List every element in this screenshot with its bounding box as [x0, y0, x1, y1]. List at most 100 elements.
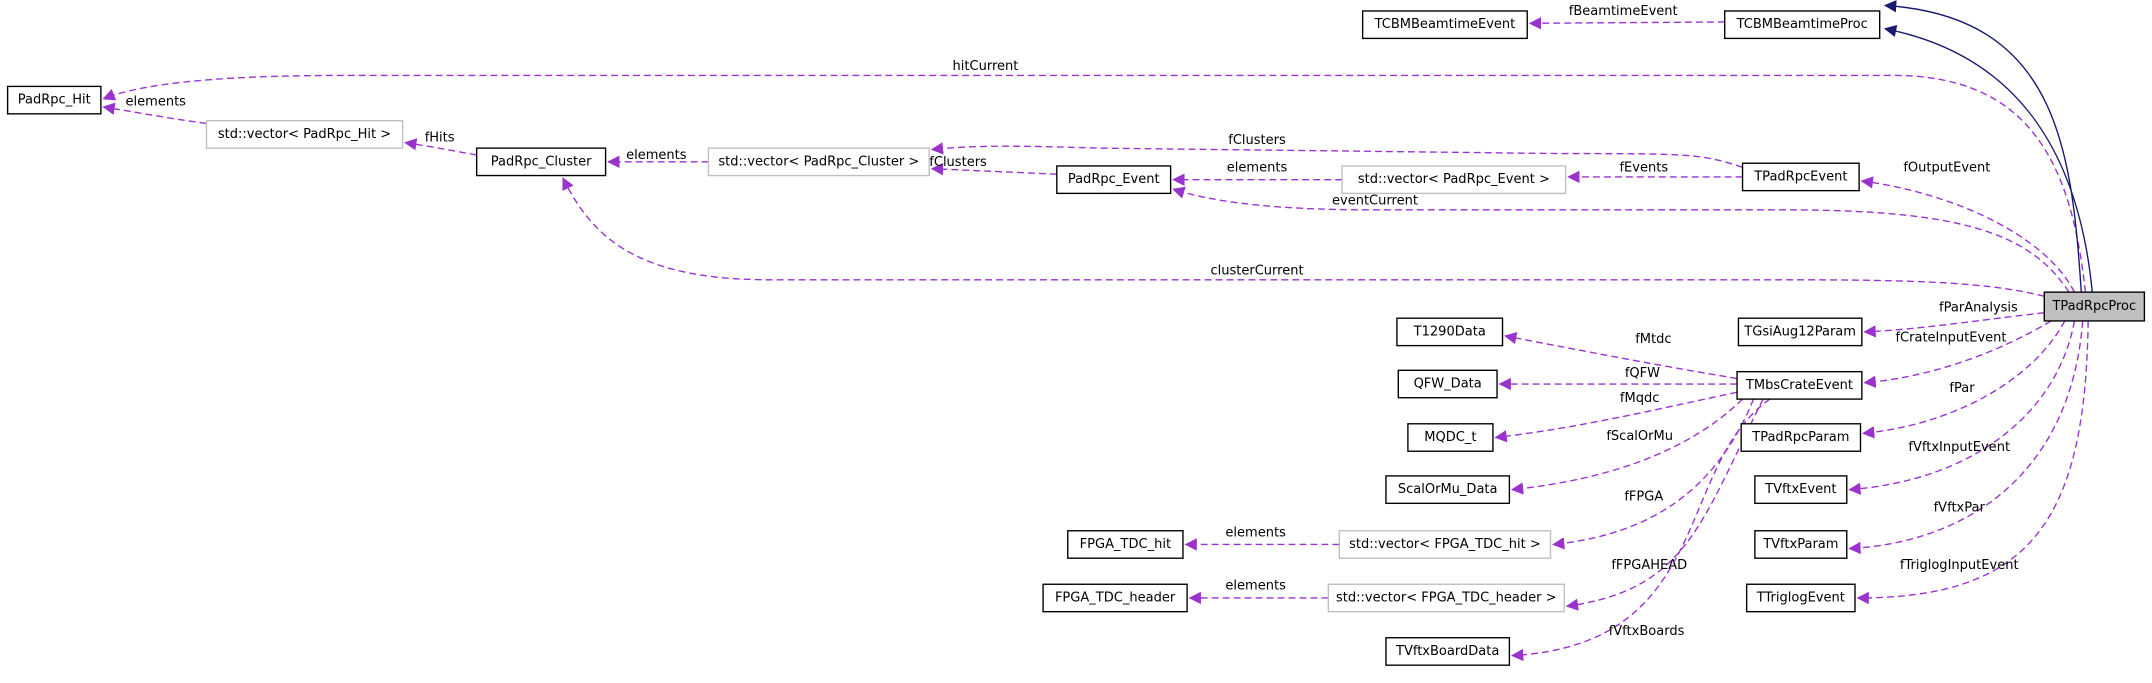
edge-label: eventCurrent	[1332, 193, 1418, 208]
node-box	[1396, 317, 1504, 347]
usage-arrow	[1848, 320, 2084, 555]
class-node-vecHit[interactable]: std::vector< PadRpc_Hit >	[205, 120, 404, 149]
class-node-vecTdcHeader[interactable]: std::vector< FPGA_TDC_header >	[1327, 583, 1565, 613]
edge-label: fClusters	[1228, 133, 1286, 148]
usage-arrow	[930, 163, 1057, 176]
usage-arrow	[1510, 398, 1771, 662]
class-node-TPadRpcProc[interactable]: TPadRpcProc	[2043, 291, 2146, 322]
edge-label: fTriglogInputEvent	[1900, 558, 2019, 573]
class-node-TVftxBoardData[interactable]: TVftxBoardData	[1385, 637, 1511, 666]
edge-label: fVftxBoards	[1609, 624, 1685, 639]
class-node-TCBMBeamtimeProc[interactable]: TCBMBeamtimeProc	[1724, 10, 1881, 40]
edge-vecTdcHit-to-FPGA_TDC_hit: elements	[1184, 525, 1340, 551]
node-box	[1397, 369, 1498, 399]
class-node-QFW_Data[interactable]: QFW_Data	[1397, 369, 1498, 399]
class-node-TTriglogEvent[interactable]: TTriglogEvent	[1745, 583, 1856, 613]
node-box	[1385, 637, 1511, 666]
edge-label: elements	[126, 95, 187, 110]
node-box	[475, 147, 607, 177]
edge-label: fVftxPar	[1934, 501, 1986, 516]
class-node-ScalOrMu_Data[interactable]: ScalOrMu_Data	[1385, 475, 1511, 505]
class-node-FPGA_TDC_header[interactable]: FPGA_TDC_header	[1042, 583, 1188, 613]
edge-PadRpc_Cluster-to-vecHit: fHits	[404, 130, 477, 156]
edge-label: fOutputEvent	[1903, 160, 1990, 175]
node-label: TVftxBoardData	[1395, 644, 1499, 659]
edge-label: fBeamtimeEvent	[1569, 4, 1678, 19]
node-label: TTriglogEvent	[1756, 590, 1845, 605]
node-label: TCBMBeamtimeProc	[1736, 17, 1868, 32]
node-box	[1724, 10, 1881, 40]
usage-arrow	[1860, 176, 2076, 293]
node-box	[1056, 165, 1172, 195]
edge-TPadRpcProc-to-TPadRpcEvent: fOutputEvent	[1860, 160, 2076, 293]
edge-TMbsCrateEvent-to-ScalOrMu_Data: fScalOrMu	[1510, 398, 1744, 495]
edge-label: elements	[626, 148, 687, 163]
class-node-PadRpc_Cluster[interactable]: PadRpc_Cluster	[475, 147, 607, 177]
node-box	[1745, 583, 1856, 613]
class-node-PadRpc_Hit[interactable]: PadRpc_Hit	[6, 85, 102, 115]
class-node-vecEvent[interactable]: std::vector< PadRpc_Event >	[1341, 165, 1567, 195]
node-label: FPGA_TDC_hit	[1080, 537, 1171, 552]
edge-PadRpc_Event-to-vecCluster: fClusters	[929, 155, 1057, 176]
inheritance-arrow	[1883, 24, 2093, 293]
class-node-TVftxEvent[interactable]: TVftxEvent	[1754, 475, 1848, 505]
class-node-vecCluster[interactable]: std::vector< PadRpc_Cluster >	[707, 147, 930, 177]
class-node-TPadRpcParam[interactable]: TPadRpcParam	[1740, 423, 1862, 452]
edge-TPadRpcEvent-to-vecEvent: fEvents	[1567, 160, 1743, 184]
edge-TPadRpcProc-to-PadRpc_Event: eventCurrent	[1172, 186, 2070, 293]
class-node-T1290Data[interactable]: T1290Data	[1396, 317, 1504, 347]
usage-arrow	[102, 74, 2087, 293]
class-node-FPGA_TDC_hit[interactable]: FPGA_TDC_hit	[1067, 530, 1184, 559]
node-label: FPGA_TDC_header	[1055, 590, 1176, 605]
usage-arrow	[1510, 398, 1744, 495]
edge-label: elements	[1227, 160, 1288, 175]
inheritance-arrow	[1883, 0, 2082, 293]
node-box	[1407, 423, 1494, 452]
node-box	[6, 85, 102, 115]
class-node-TVftxParam[interactable]: TVftxParam	[1754, 530, 1848, 559]
node-label: PadRpc_Hit	[18, 93, 91, 108]
class-node-vecTdcHit[interactable]: std::vector< FPGA_TDC_hit >	[1338, 530, 1552, 559]
edge-label: fFPGAHEAD	[1611, 558, 1687, 573]
class-node-TGsiAug12Param[interactable]: TGsiAug12Param	[1737, 317, 1863, 347]
edge-label: fEvents	[1619, 160, 1668, 175]
edge-TPadRpcProc-to-TMbsCrateEvent: fCrateInputEvent	[1863, 320, 2052, 388]
usage-arrow	[1494, 391, 1738, 443]
node-box	[2043, 291, 2146, 322]
edge-TPadRpcProc-to-PadRpc_Hit: hitCurrent	[102, 59, 2087, 293]
edge-TPadRpcProc-to-TPadRpcParam: fPar	[1862, 320, 2066, 439]
edge-TPadRpcProc-to-TCBMBeamtimeProc	[1883, 0, 2082, 293]
edge-label: fFPGA	[1624, 490, 1663, 505]
node-box	[1341, 165, 1567, 195]
node-box	[205, 120, 404, 149]
node-label: TVftxParam	[1762, 537, 1838, 552]
edge-label: elements	[1225, 579, 1286, 594]
node-label: TPadRpcProc	[2051, 299, 2136, 314]
edge-TPadRpcProc-to-TGsiAug12Param: fParAnalysis	[1863, 300, 2045, 338]
edge-vecEvent-to-PadRpc_Event: elements	[1172, 160, 1343, 186]
edge-vecCluster-to-PadRpc_Cluster: elements	[607, 148, 709, 169]
edge-label: hitCurrent	[953, 59, 1019, 74]
node-label: TMbsCrateEvent	[1745, 378, 1853, 393]
edge-label: fMtdc	[1635, 332, 1671, 347]
node-label: TPadRpcEvent	[1753, 169, 1847, 184]
edge-TPadRpcProc-to-TCBMBeamtimeProc	[1883, 24, 2093, 293]
usage-arrow	[562, 177, 2045, 297]
edge-label: fMqdc	[1620, 391, 1660, 406]
edge-vecTdcHeader-to-FPGA_TDC_header: elements	[1188, 579, 1329, 605]
class-node-MQDC_t[interactable]: MQDC_t	[1407, 423, 1494, 452]
node-box	[1042, 583, 1188, 613]
class-node-TCBMBeamtimeEvent[interactable]: TCBMBeamtimeEvent	[1361, 10, 1528, 40]
class-node-TPadRpcEvent[interactable]: TPadRpcEvent	[1741, 162, 1860, 192]
node-label: TCBMBeamtimeEvent	[1374, 17, 1516, 32]
edge-vecHit-to-PadRpc_Hit: elements	[102, 95, 207, 125]
node-label: std::vector< PadRpc_Event >	[1358, 172, 1550, 187]
node-label: MQDC_t	[1424, 430, 1476, 445]
usage-arrow	[1528, 17, 1725, 30]
edge-label: fScalOrMu	[1606, 429, 1673, 444]
class-node-TMbsCrateEvent[interactable]: TMbsCrateEvent	[1736, 370, 1863, 400]
edge-label: elements	[1225, 525, 1286, 540]
edge-TMbsCrateEvent-to-MQDC_t: fMqdc	[1494, 391, 1738, 443]
usage-arrow	[930, 142, 1743, 168]
class-node-PadRpc_Event[interactable]: PadRpc_Event	[1056, 165, 1172, 195]
